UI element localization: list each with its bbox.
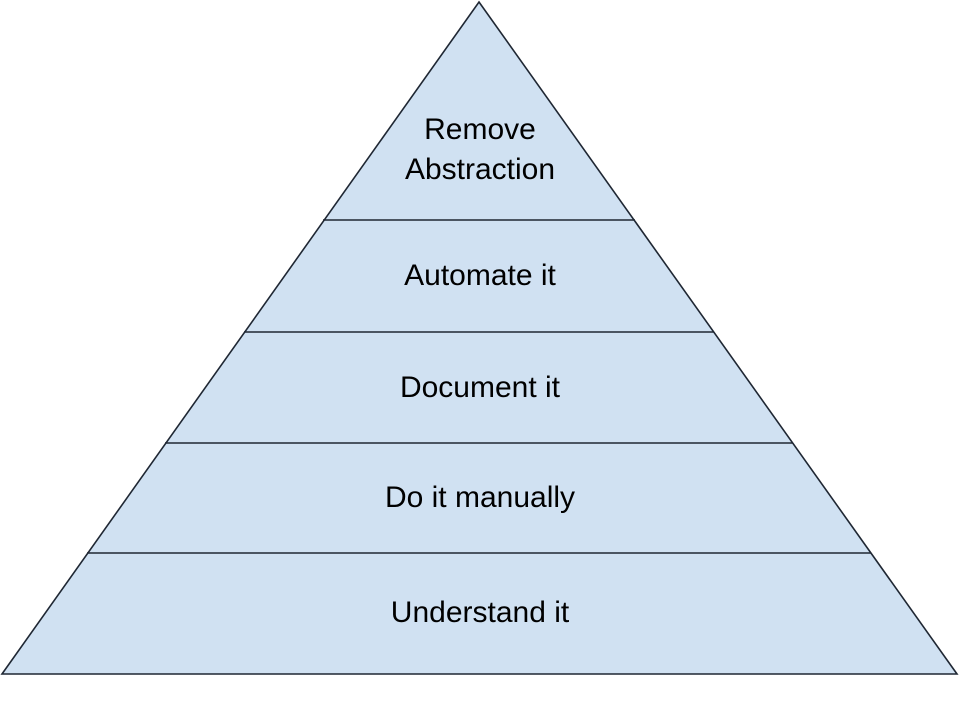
pyramid-body [0, 0, 959, 675]
